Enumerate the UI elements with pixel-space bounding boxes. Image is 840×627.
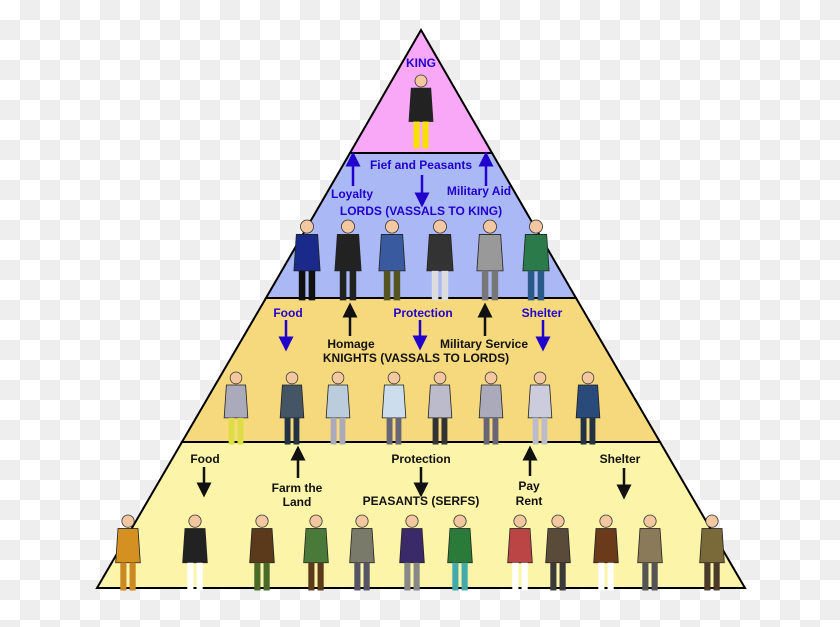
- peasant-figure: [399, 514, 425, 591]
- knight-figure: [478, 371, 504, 445]
- peasant-figure: [545, 514, 571, 591]
- military-service-label: Military Service: [440, 337, 528, 351]
- fief-label: Fief and Peasants: [370, 158, 472, 172]
- knight-figure: [325, 371, 351, 445]
- knight-figure: [427, 371, 453, 445]
- lord-figure: [426, 219, 454, 301]
- peasant-figure: [593, 514, 619, 591]
- lords-title: LORDS (VASSALS TO KING): [340, 204, 502, 218]
- peasants-protection-label: Protection: [391, 452, 450, 466]
- pay-label-line2: Rent: [516, 494, 543, 508]
- loyalty-label: Loyalty: [331, 187, 373, 201]
- knights-food-label: Food: [273, 306, 302, 320]
- knight-figure: [279, 371, 305, 445]
- lord-figure: [476, 219, 504, 301]
- knights-title: KNIGHTS (VASSALS TO LORDS): [323, 351, 509, 365]
- peasant-figure: [637, 514, 663, 591]
- arrows: [196, 151, 632, 500]
- peasant-figure: [249, 514, 275, 591]
- peasants-food-label: Food: [190, 452, 219, 466]
- peasant-figure: [182, 514, 208, 591]
- farm-label-line1: Farm the: [272, 481, 323, 495]
- king-figure: [408, 74, 434, 149]
- peasant-figure: [507, 514, 533, 591]
- peasants-title: PEASANTS (SERFS): [363, 494, 480, 508]
- peasants-shelter-label: Shelter: [600, 452, 641, 466]
- lord-figure: [334, 219, 362, 301]
- lord-figure: [293, 219, 321, 301]
- knights-protection-label: Protection: [393, 306, 452, 320]
- knight-figure: [527, 371, 553, 445]
- knight-figure: [575, 371, 601, 445]
- knight-figure: [381, 371, 407, 445]
- knight-figure: [223, 371, 249, 445]
- knights-shelter-label: Shelter: [522, 306, 563, 320]
- peasant-figure: [303, 514, 329, 591]
- peasant-figure: [699, 514, 725, 591]
- farm-label-line2: Land: [283, 495, 312, 509]
- lord-figure: [378, 219, 406, 301]
- peasant-figure: [349, 514, 375, 591]
- peasant-figure: [447, 514, 473, 591]
- figures: [115, 74, 725, 591]
- homage-label: Homage: [327, 337, 375, 351]
- peasant-figure: [115, 514, 141, 591]
- military-aid-label: Military Aid: [447, 184, 511, 198]
- pay-label-line1: Pay: [518, 479, 540, 493]
- king-title: KING: [406, 56, 436, 70]
- lord-figure: [522, 219, 550, 301]
